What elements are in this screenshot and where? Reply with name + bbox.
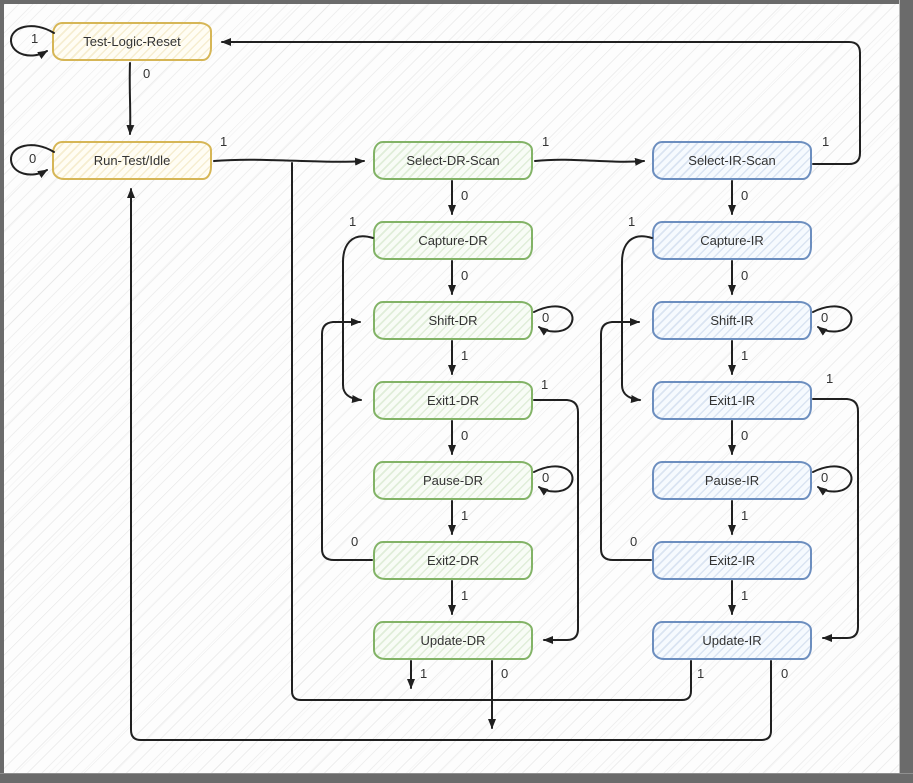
- state-label: Exit1-IR: [708, 393, 756, 408]
- state-test-logic-reset[interactable]: Test-Logic-Reset: [52, 22, 212, 61]
- edge-label-updatedr-one: 1: [420, 666, 428, 681]
- edge-label-seldr-selir: 1: [542, 134, 550, 149]
- edge-label-exit1ir-pauseir: 0: [741, 428, 749, 443]
- state-exit2-ir[interactable]: Exit2-IR: [652, 541, 812, 580]
- edge-label-exit2ir-updateir: 1: [741, 588, 749, 603]
- state-label: Select-DR-Scan: [406, 153, 500, 168]
- edge-label-shiftdr-self: 0: [542, 310, 550, 325]
- state-select-ir-scan[interactable]: Select-IR-Scan: [652, 141, 812, 180]
- window-border-left: [0, 0, 4, 783]
- state-label: Pause-IR: [704, 473, 760, 488]
- edge-label-shiftir-exit1ir: 1: [741, 348, 749, 363]
- state-pause-ir[interactable]: Pause-IR: [652, 461, 812, 500]
- state-exit1-dr[interactable]: Exit1-DR: [373, 381, 533, 420]
- state-exit2-dr[interactable]: Exit2-DR: [373, 541, 533, 580]
- edge-label-pausedr-exit2dr: 1: [461, 508, 469, 523]
- edge-label-shiftir-self: 0: [821, 310, 829, 325]
- state-label: Test-Logic-Reset: [83, 34, 181, 49]
- edge-label-rti-self: 0: [29, 151, 37, 166]
- state-shift-dr[interactable]: Shift-DR: [373, 301, 533, 340]
- edge-label-rti-seldr: 1: [220, 134, 228, 149]
- state-capture-ir[interactable]: Capture-IR: [652, 221, 812, 260]
- state-label: Exit2-DR: [426, 553, 479, 568]
- state-run-test-idle[interactable]: Run-Test/Idle: [52, 141, 212, 180]
- state-update-dr[interactable]: Update-DR: [373, 621, 533, 660]
- state-capture-dr[interactable]: Capture-DR: [373, 221, 533, 260]
- window-border-bottom: [0, 773, 913, 783]
- edge-label-exit1dr-pausedr: 0: [461, 428, 469, 443]
- state-label: Capture-IR: [700, 233, 764, 248]
- state-label: Shift-DR: [428, 313, 478, 328]
- edge-label-pauseir-self: 0: [821, 470, 829, 485]
- state-label: Update-IR: [702, 633, 762, 648]
- state-shift-ir[interactable]: Shift-IR: [652, 301, 812, 340]
- state-select-dr-scan[interactable]: Select-DR-Scan: [373, 141, 533, 180]
- state-label: Pause-DR: [423, 473, 483, 488]
- state-pause-dr[interactable]: Pause-DR: [373, 461, 533, 500]
- state-label: Run-Test/Idle: [93, 153, 171, 168]
- edge-label-capdr-shiftdr: 0: [461, 268, 469, 283]
- edge-label-updatedr-zero: 0: [501, 666, 509, 681]
- edge-label-shiftdr-exit1dr: 1: [461, 348, 469, 363]
- state-label: Update-DR: [420, 633, 486, 648]
- edge-label-exit2dr-updatedr: 1: [461, 588, 469, 603]
- edge-label-seldr-capdr: 0: [461, 188, 469, 203]
- edge-label-capir-exit1ir: 1: [628, 214, 636, 229]
- state-label: Shift-IR: [710, 313, 754, 328]
- edge-label-selir-capir: 0: [741, 188, 749, 203]
- edge-label-updateir-zero: 0: [781, 666, 789, 681]
- state-exit1-ir[interactable]: Exit1-IR: [652, 381, 812, 420]
- edge-label-tlr-rti: 0: [143, 66, 151, 81]
- edge-label-exit1dr-updatedr: 1: [541, 377, 549, 392]
- edge-label-updateir-one: 1: [697, 666, 705, 681]
- window-border-top: [0, 0, 913, 4]
- edge-label-capdr-exit1dr: 1: [349, 214, 357, 229]
- edge-label-capir-shiftir: 0: [741, 268, 749, 283]
- edge-label-selir-tlr: 1: [822, 134, 830, 149]
- state-update-ir[interactable]: Update-IR: [652, 621, 812, 660]
- state-label: Select-IR-Scan: [688, 153, 776, 168]
- edge-label-exit1ir-updateir: 1: [826, 371, 834, 386]
- edge-label-exit2dr-shiftdr: 0: [351, 534, 359, 549]
- edge-label-pauseir-exit2ir: 1: [741, 508, 749, 523]
- state-label: Capture-DR: [418, 233, 488, 248]
- edge-label-tlr-self: 1: [31, 31, 39, 46]
- edge-label-pausedr-self: 0: [542, 470, 550, 485]
- window-border-right: [899, 0, 913, 783]
- state-label: Exit2-IR: [708, 553, 756, 568]
- state-label: Exit1-DR: [426, 393, 479, 408]
- edge-label-exit2ir-shiftir: 0: [630, 534, 638, 549]
